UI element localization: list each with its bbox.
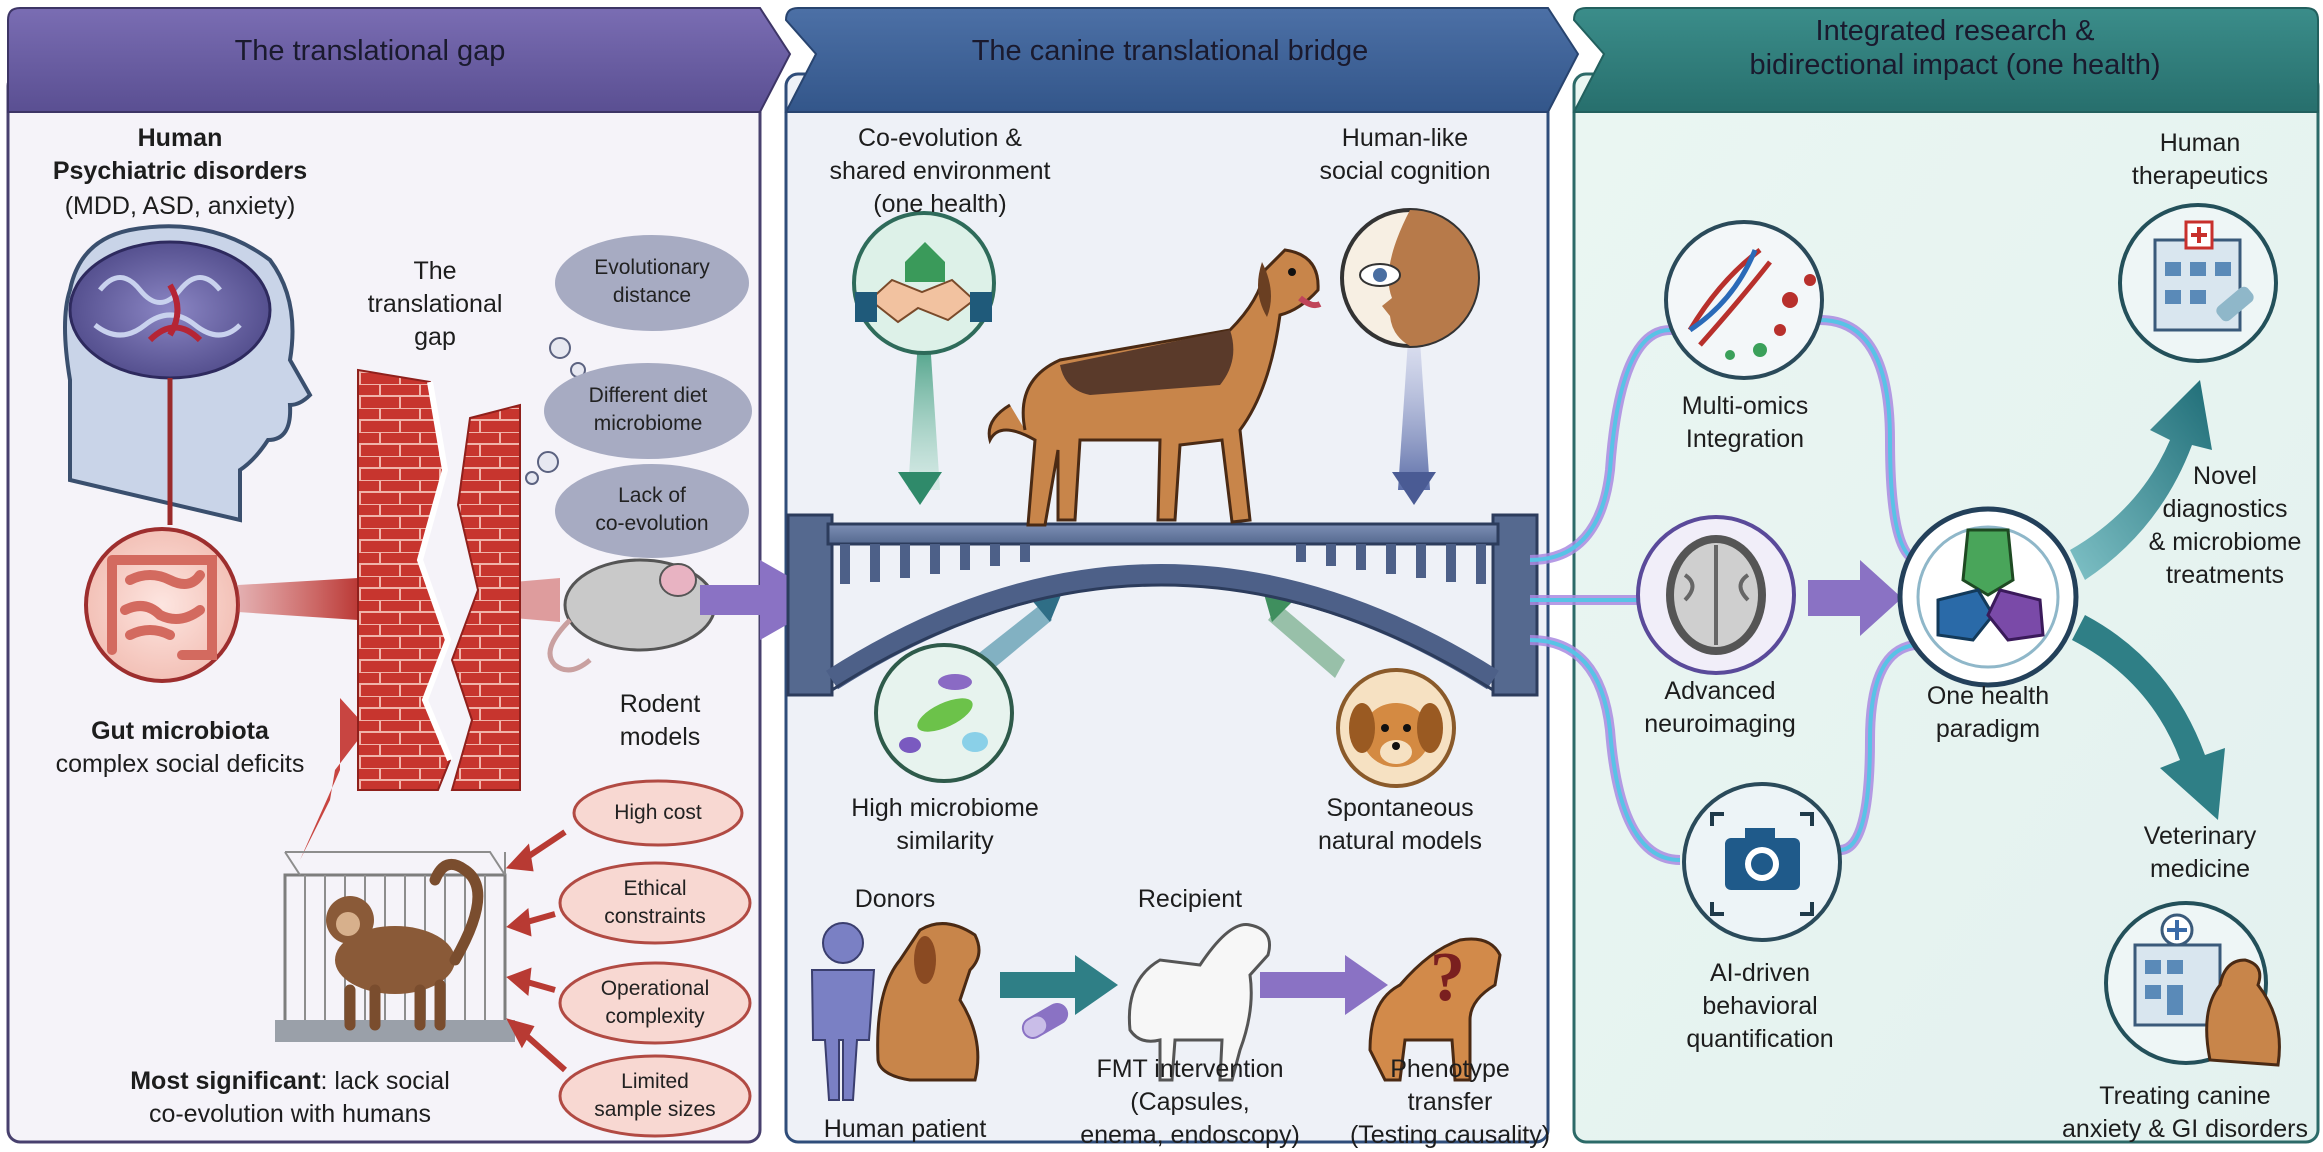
human-subtitle: (MDD, ASD, anxiety) (64, 192, 296, 220)
one-health-label: One health paradigm (1926, 682, 2050, 743)
gap-label: The translational gap (367, 257, 503, 351)
omics-label: Multi-omics Integration (1681, 392, 1809, 453)
header-translational-gap: The translational gap (234, 35, 506, 67)
microbiome-label: High microbiome similarity (851, 794, 1039, 855)
summary-rest: : lack social co-evolution with humans (148, 1067, 450, 1128)
issue-sample-size: Limited sample sizes (594, 1070, 716, 1121)
gut-title: Gut microbiota (91, 717, 269, 745)
issue-lack-coevolution: Lack of co-evolution (595, 484, 709, 535)
coevolution-label: Co-evolution & shared environment (one h… (829, 124, 1051, 218)
novel-diagnostics-label: Novel diagnostics & microbiome treatment… (2148, 462, 2302, 589)
spontaneous-label: Spontaneous natural models (1318, 794, 1482, 855)
social-cognition-label: Human-like social cognition (1319, 124, 1491, 185)
issue-high-cost: High cost (614, 801, 702, 824)
issue-ethical: Ethical constraints (604, 877, 706, 928)
cage-icon (275, 851, 515, 1042)
neuroimaging-label: Advanced neuroimaging (1644, 677, 1796, 738)
person-icon (810, 922, 876, 1101)
treating-canine-label: Treating canine anxiety & GI disorders (2062, 1082, 2308, 1143)
issue-operational: Operational complexity (600, 977, 710, 1028)
issue-evolutionary-distance: Evolutionary distance (594, 256, 710, 307)
rodent-label: Rodent models (619, 690, 701, 751)
summary-bold: Most significant (130, 1067, 321, 1095)
human-title: Human Psychiatric disorders (52, 124, 308, 185)
veterinary-label: Veterinary medicine (2143, 822, 2257, 883)
ai-label: AI-driven behavioral quantification (1686, 959, 1834, 1053)
recipient-label: Recipient (1137, 885, 1243, 913)
fmt-label: FMT intervention (Capsules, enema, endos… (1080, 1055, 1300, 1149)
question-icon: ? (1430, 939, 1465, 1016)
dog-icon (987, 248, 1322, 527)
donors-label: Donors (854, 885, 936, 913)
human-therapeutics-label: Human therapeutics (2131, 129, 2269, 190)
summary-text: Most significant: lack social co-evoluti… (40, 1065, 540, 1131)
header-integrated-research: Integrated research & bidirectional impa… (1749, 15, 2161, 81)
human-patient-label: Human patient (823, 1115, 987, 1143)
gut-subtitle: complex social deficits (55, 750, 305, 778)
header-canine-bridge: The canine translational bridge (971, 35, 1369, 67)
issue-different-diet: Different diet microbiome (588, 384, 708, 435)
mouse-icon (547, 558, 717, 673)
phenotype-label: Phenotype transfer (Testing causality) (1349, 1055, 1551, 1149)
